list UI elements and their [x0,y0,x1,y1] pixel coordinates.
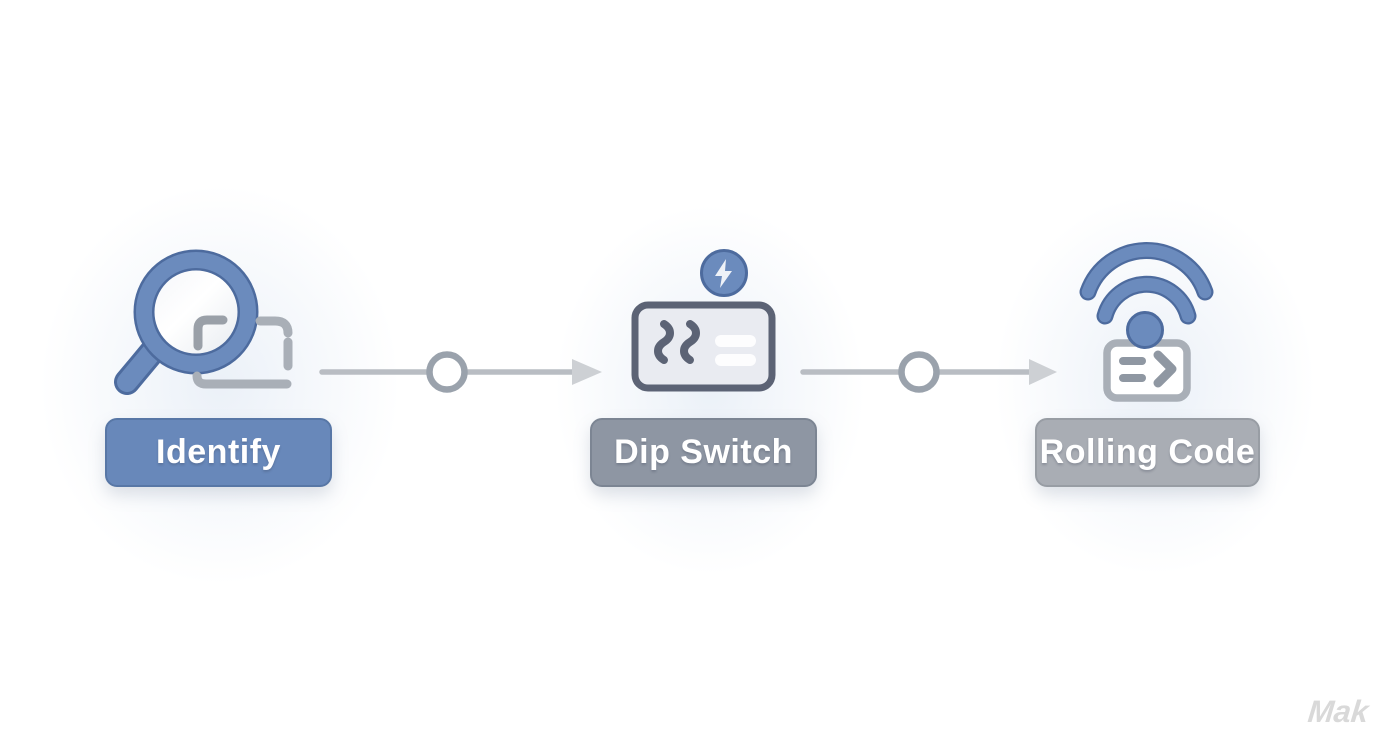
step-button-identify[interactable]: Identify [105,418,332,487]
magnifier-scan-icon [114,249,293,395]
dip-switch-card-icon [631,301,776,392]
watermark: Mak [1306,694,1371,729]
flow-node-circle [426,351,468,393]
step-label: Identify [156,433,281,471]
lightning-bolt-icon [700,249,748,297]
wifi-remote-icon [1079,242,1214,402]
step-label: Dip Switch [614,433,793,471]
step-label: Rolling Code [1039,433,1256,471]
flow-node-circle [898,351,940,393]
flow-arrow-1 [319,351,602,393]
step-button-rolling-code[interactable]: Rolling Code [1035,418,1260,487]
step-button-dip-switch[interactable]: Dip Switch [590,418,817,487]
flow-arrow-2 [800,351,1057,393]
